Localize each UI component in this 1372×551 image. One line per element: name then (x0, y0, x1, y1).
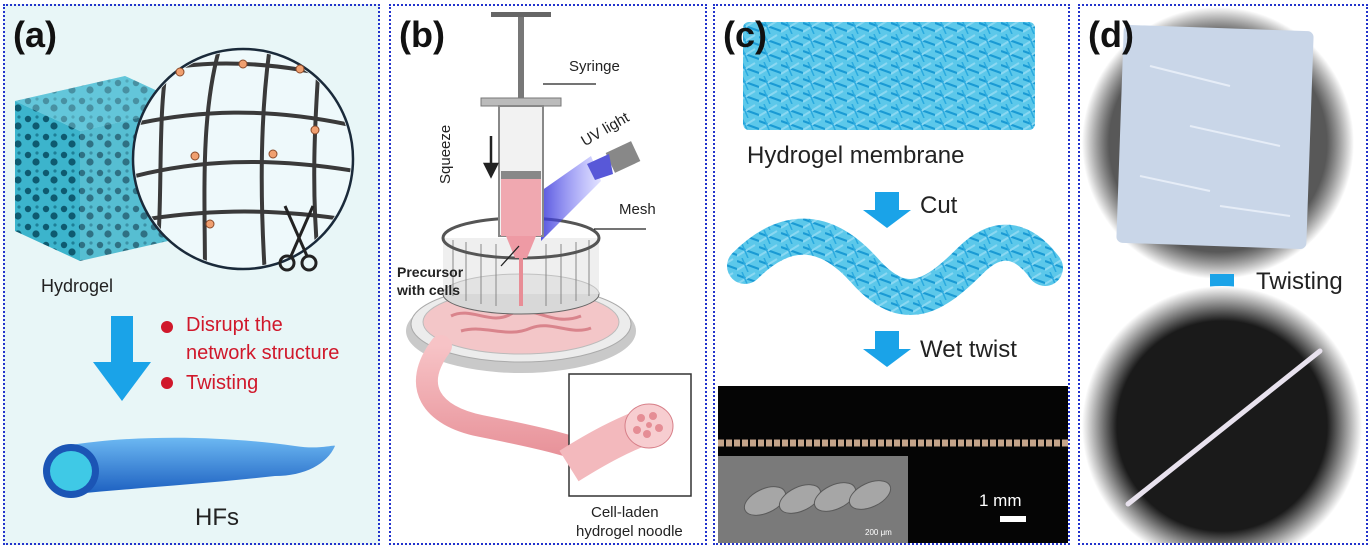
panel-a-illustration (15, 47, 355, 498)
membrane-photo (1082, 7, 1354, 279)
inset-scale-label: 200 μm (865, 528, 892, 537)
bullet-1-line2: network structure (186, 342, 340, 364)
twist-arrow-icon (863, 331, 911, 367)
panel-d: (d) Twisting (1078, 4, 1368, 545)
panel-label-c: (c) (723, 14, 767, 55)
noodle-inset-graphic (559, 373, 692, 497)
cut-arrow-icon (863, 192, 911, 228)
panel-label-d: (d) (1088, 14, 1134, 55)
membrane-label: Hydrogel membrane (747, 142, 965, 169)
panel-c: (c) Hydrogel membrane Cut Wet twist 1 mm… (713, 4, 1070, 545)
hydrogel-fiber-graphic (43, 437, 335, 498)
squeeze-label: Squeeze (437, 124, 454, 184)
bullet-dot-2 (161, 377, 173, 389)
panel-label-a: (a) (13, 14, 57, 55)
panel-d-illustration (1082, 7, 1362, 543)
twisting-label: Twisting (1256, 268, 1343, 295)
wavy-fiber-graphic (727, 218, 1063, 315)
hf-label: HFs (195, 504, 239, 531)
bullet-2: Twisting (186, 372, 259, 394)
precursor-label-2: with cells (397, 282, 461, 298)
panel-a: (a) Hydrogel Disrupt the network structu… (3, 4, 380, 545)
noodle-label-1: Cell-laden (591, 504, 659, 521)
panel-label-b: (b) (399, 14, 445, 55)
scissors-icon (278, 205, 318, 272)
panel-c-illustration (718, 22, 1068, 543)
squeeze-arrow-icon (482, 136, 500, 179)
mesh-label: Mesh (619, 201, 656, 218)
uv-beam-graphic (541, 156, 601, 241)
network-zoom-graphic (131, 47, 355, 271)
scale-bar-graphic (1000, 516, 1026, 522)
membrane-graphic (743, 22, 1035, 130)
down-arrow-icon (93, 316, 151, 401)
syringe-label: Syringe (569, 58, 620, 75)
scale-bar-label: 1 mm (979, 491, 1022, 510)
hydrogel-label: Hydrogel (41, 276, 114, 296)
wet-twist-label: Wet twist (920, 336, 1017, 363)
uv-lamp-icon (587, 141, 641, 180)
twisted-fiber-photo-d (1082, 286, 1362, 543)
panel-b-illustration (406, 12, 692, 497)
bullet-dot-1 (161, 321, 173, 333)
cut-label: Cut (920, 192, 958, 219)
syringe-graphic (480, 12, 562, 306)
precursor-label-1: Precursor (397, 264, 464, 280)
panel-b: (b) Syringe Squeeze UV light Mesh Precur… (389, 4, 707, 545)
bullet-1-line1: Disrupt the (186, 314, 283, 336)
noodle-label-2: hydrogel noodle (576, 523, 683, 540)
